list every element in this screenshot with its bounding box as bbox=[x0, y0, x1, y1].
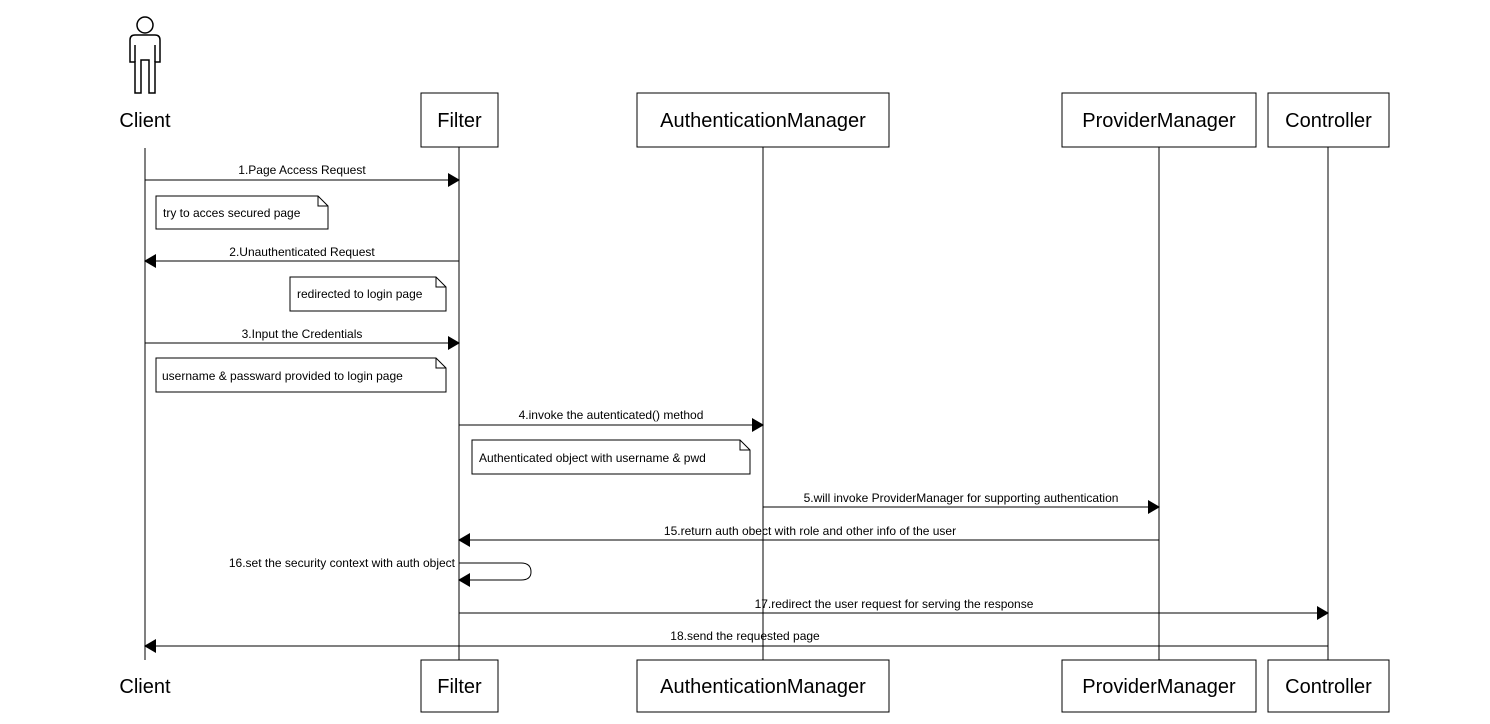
note-2-fold bbox=[435, 277, 446, 288]
participant-filter-top-box bbox=[420, 92, 499, 148]
message-5-label: 5.will invoke ProviderManager for suppor… bbox=[804, 491, 1119, 505]
participant-auth-bottom-box bbox=[636, 659, 890, 713]
participant-controller-top-box bbox=[1267, 92, 1390, 148]
message-3-label: 3.Input the Credentials bbox=[242, 327, 363, 341]
note-3-text: username & passward provided to login pa… bbox=[162, 369, 403, 383]
message-2-label: 2.Unauthenticated Request bbox=[229, 245, 375, 259]
participant-filter-bottom-box bbox=[420, 659, 499, 713]
participant-controller-top: Controller bbox=[1285, 110, 1372, 132]
message-4-label: 4.invoke the autenticated() method bbox=[519, 408, 704, 422]
participant-provider-top-box bbox=[1061, 92, 1257, 148]
note-3 bbox=[155, 357, 447, 393]
message-15-label: 15.return auth obect with role and other… bbox=[664, 524, 956, 538]
participant-controller-bottom-box bbox=[1267, 659, 1390, 713]
note-1-text: try to acces secured page bbox=[163, 206, 301, 220]
participant-provider-bottom-box bbox=[1061, 659, 1257, 713]
note-1 bbox=[155, 195, 329, 230]
message-16-arrow bbox=[458, 562, 532, 587]
note-4-fold bbox=[739, 440, 750, 451]
participant-provider-bottom: ProviderManager bbox=[1082, 676, 1236, 698]
note-2 bbox=[289, 276, 447, 312]
message-16-label: 16.set the security context with auth ob… bbox=[229, 556, 456, 570]
note-1-fold bbox=[317, 196, 328, 207]
note-4 bbox=[471, 439, 751, 475]
note-3-fold bbox=[435, 358, 446, 369]
participant-auth-top-box bbox=[636, 92, 890, 148]
participant-auth-bottom: AuthenticationManager bbox=[660, 676, 866, 698]
note-4-text: Authenticated object with username & pwd bbox=[479, 451, 706, 465]
participant-auth-top: AuthenticationManager bbox=[660, 110, 866, 132]
participant-client-top: Client bbox=[119, 110, 171, 132]
participant-filter-top: Filter bbox=[437, 110, 482, 132]
note-2-text: redirected to login page bbox=[297, 287, 423, 301]
message-17-label: 17.redirect the user request for serving… bbox=[755, 597, 1034, 611]
message-18-label: 18.send the requested page bbox=[670, 629, 820, 643]
participant-client-bottom: Client bbox=[119, 676, 171, 698]
participant-controller-bottom: Controller bbox=[1285, 676, 1372, 698]
participant-provider-top: ProviderManager bbox=[1082, 110, 1236, 132]
participant-filter-bottom: Filter bbox=[437, 676, 482, 698]
actor-icon bbox=[129, 16, 161, 94]
message-1-label: 1.Page Access Request bbox=[238, 163, 366, 177]
